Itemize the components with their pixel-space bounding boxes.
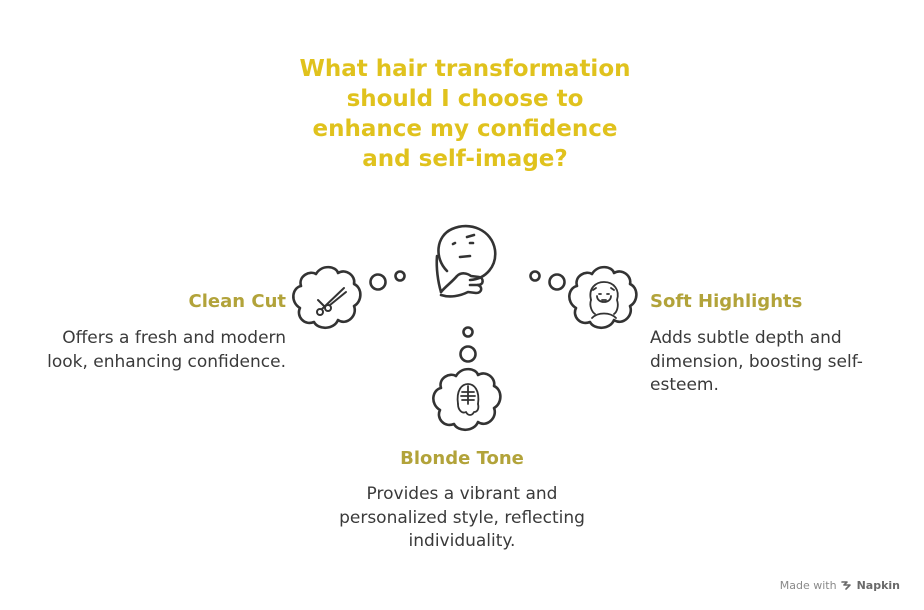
woman-portrait-icon [589,281,619,319]
napkin-logo-icon [840,581,851,590]
thought-dot [462,326,474,338]
diagram-title: What hair transformation should I choose… [299,56,631,172]
thinking-face-icon [435,224,497,298]
thought-dot [548,273,566,291]
thought-dot [369,273,387,291]
cloud-soft-highlights [568,265,638,330]
thought-dot [529,270,541,282]
footer-prefix: Made with [779,579,837,592]
option-description-blonde-tone: Provides a vibrant and personalized styl… [339,484,585,551]
option-heading-soft-highlights: Soft Highlights [650,291,803,312]
option-heading-blonde-tone: Blonde Tone [400,448,524,469]
made-with-napkin-footer: Made with Napkin [780,579,900,592]
cloud-clean-cut [292,265,362,330]
option-heading-clean-cut: Clean Cut [188,291,286,312]
option-description-soft-highlights: Adds subtle depth and dimension, boostin… [650,328,863,395]
hair-dye-icon [456,383,480,416]
thought-dot [459,345,477,363]
scissors-icon [316,287,347,316]
footer-brand: Napkin [856,579,900,592]
cloud-blonde-tone [432,367,502,432]
thought-dot [394,270,406,282]
option-description-clean-cut: Offers a fresh and modern look, enhancin… [47,328,286,372]
